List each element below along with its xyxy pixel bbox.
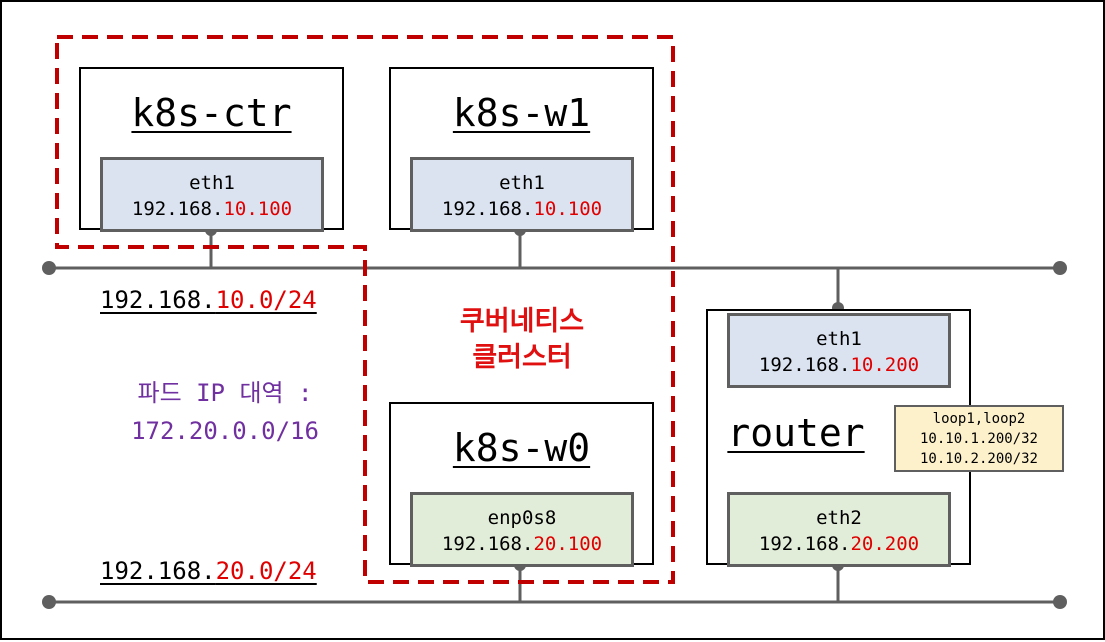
- pod-range-cidr: 172.20.0.0/16: [131, 417, 319, 445]
- iface-w1-eth1: eth1 192.168.10.100: [410, 157, 634, 232]
- network-10-prefix: 192.168.: [100, 286, 216, 314]
- iface-router-eth1-ip: 192.168.10.200: [730, 352, 948, 378]
- iface-ctr-eth1: eth1 192.168.10.100: [100, 157, 324, 232]
- network-10-left-endpoint: [42, 261, 56, 275]
- cluster-label-line2: 클러스터: [472, 342, 572, 373]
- iface-router-eth2-ip-suffix: 20.200: [850, 533, 920, 555]
- iface-w0-ip-prefix: 192.168.: [441, 533, 534, 555]
- loopback-names: loop1,loop2: [932, 411, 1026, 427]
- iface-router-eth1-name: eth1: [816, 328, 862, 350]
- iface-w0-ip: 192.168.20.100: [413, 531, 631, 557]
- pod-range-title: 파드 IP 대역 :: [137, 379, 313, 407]
- node-title-router: router: [727, 411, 865, 455]
- node-k8s-w1: k8s-w1 eth1 192.168.10.100: [389, 67, 654, 232]
- loopback-ip-1: 10.10.1.200/32: [919, 431, 1038, 447]
- network-20-suffix: 20.0/24: [215, 557, 317, 585]
- network-label-20: 192.168.20.0/24: [100, 557, 317, 585]
- iface-w0-enp0s8: enp0s8 192.168.20.100: [410, 492, 634, 567]
- iface-ctr-ip: 192.168.10.100: [103, 196, 321, 222]
- iface-router-eth1: eth1 192.168.10.200: [727, 313, 951, 388]
- iface-router-eth2: eth2 192.168.20.200: [727, 492, 951, 567]
- node-title-k8s-w1: k8s-w1: [452, 91, 591, 135]
- iface-router-eth2-name: eth2: [816, 507, 862, 529]
- iface-w0-name: enp0s8: [487, 507, 557, 529]
- iface-ctr-ip-prefix: 192.168.: [131, 198, 224, 220]
- iface-router-eth1-ip-suffix: 10.200: [850, 354, 920, 376]
- iface-w1-ip: 192.168.10.100: [413, 196, 631, 222]
- node-k8s-w0: k8s-w0 enp0s8 192.168.20.100: [389, 402, 654, 567]
- iface-router-eth2-ip-prefix: 192.168.: [758, 533, 851, 555]
- iface-ctr-ip-suffix: 10.100: [223, 198, 293, 220]
- network-20-left-endpoint: [42, 595, 56, 609]
- iface-w1-name: eth1: [499, 172, 545, 194]
- iface-router-eth2-ip: 192.168.20.200: [730, 531, 948, 557]
- iface-w1-ip-prefix: 192.168.: [441, 198, 534, 220]
- cluster-label: 쿠버네티스 클러스터: [422, 304, 622, 376]
- node-k8s-ctr: k8s-ctr eth1 192.168.10.100: [79, 67, 344, 232]
- node-title-k8s-ctr: k8s-ctr: [131, 91, 292, 135]
- network-10-right-endpoint: [1053, 261, 1067, 275]
- pod-ip-range-label: 파드 IP 대역 : 172.20.0.0/16: [100, 374, 350, 450]
- loopback-ip-2: 10.10.2.200/32: [919, 451, 1038, 467]
- cluster-label-line1: 쿠버네티스: [459, 306, 585, 337]
- network-10-suffix: 10.0/24: [215, 286, 317, 314]
- iface-w0-ip-suffix: 20.100: [533, 533, 603, 555]
- network-label-10: 192.168.10.0/24: [100, 286, 317, 314]
- iface-router-eth1-ip-prefix: 192.168.: [758, 354, 851, 376]
- node-title-k8s-w0: k8s-w0: [452, 426, 591, 470]
- iface-w1-ip-suffix: 10.100: [533, 198, 603, 220]
- iface-ctr-name: eth1: [189, 172, 235, 194]
- loopback-box: loop1,loop2 10.10.1.200/32 10.10.2.200/3…: [894, 405, 1064, 472]
- network-20-right-endpoint: [1053, 595, 1067, 609]
- network-20-prefix: 192.168.: [100, 557, 216, 585]
